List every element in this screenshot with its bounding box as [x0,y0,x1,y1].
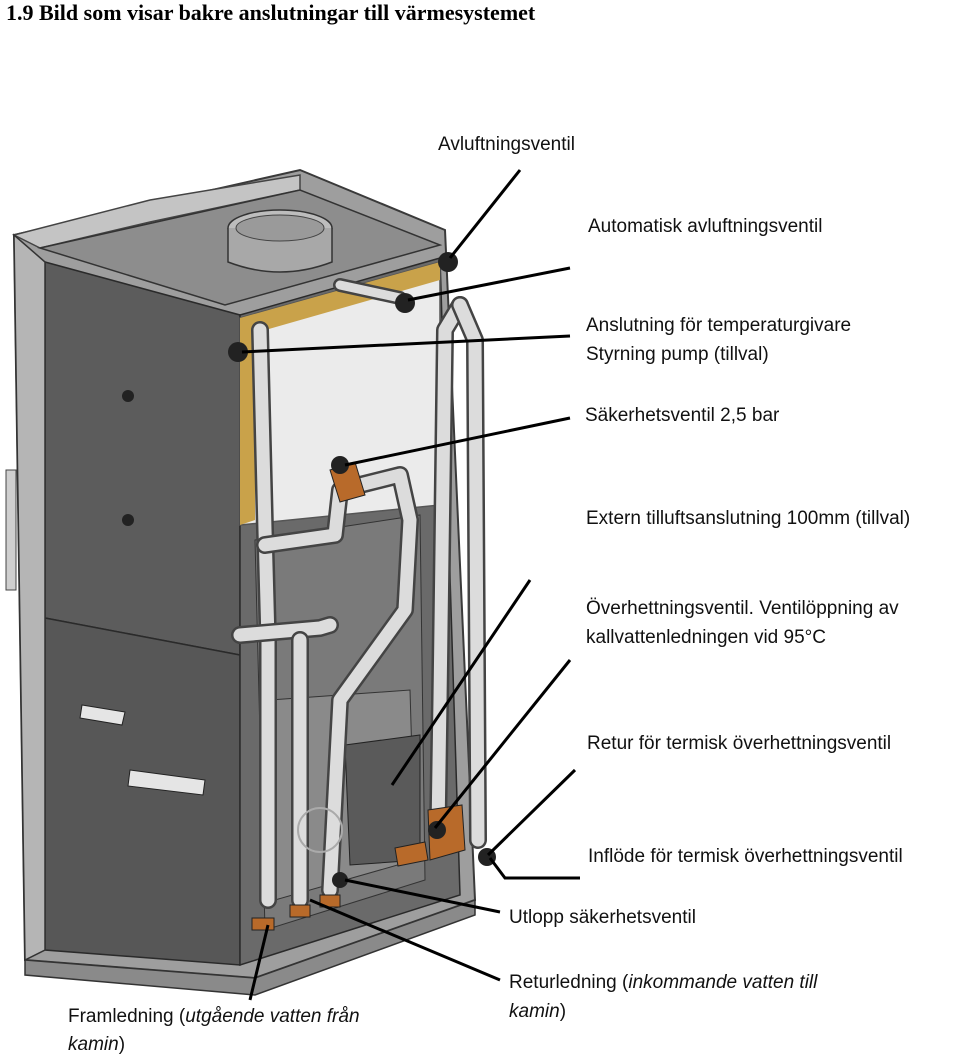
label-retur-termisk: Retur för termisk överhettningsventil [587,733,892,754]
leader-lines [241,169,580,1001]
label-avluftningsventil: Avluftningsventil [438,134,575,155]
label-temperaturgivare-line2: Styrning pump (tillval) [586,344,769,365]
label-framledning-line1: Framledning (utgående vatten från [68,1006,360,1027]
stove-body [5,168,477,996]
label-returledning-line1: Returledning (inkommande vatten till [509,972,818,993]
label-sakerhetsventil: Säkerhetsventil 2,5 bar [585,405,780,426]
label-extern-tilluftsanslutning: Extern tilluftsanslutning 100mm (tillval… [586,508,911,529]
label-returledning-line2: kamin) [509,1001,567,1022]
pipes [231,278,487,909]
label-overhettningsventil-line1: Överhettningsventil. Ventilöppning av [586,598,899,619]
label-automatisk-avluftningsventil: Automatisk avluftningsventil [588,216,823,237]
label-overhettningsventil-line2: kallvattenledningen vid 95°C [586,627,826,648]
label-framledning-line2: kamin) [68,1034,126,1055]
label-inflode-termisk: Inflöde för termisk överhettningsventil [588,846,903,867]
page-title: 1.9 Bild som visar bakre anslutningar ti… [6,0,536,25]
label-utlopp-sakerhetsventil: Utlopp säkerhetsventil [509,907,696,928]
label-temperaturgivare-line1: Anslutning för temperaturgivare [586,315,852,336]
